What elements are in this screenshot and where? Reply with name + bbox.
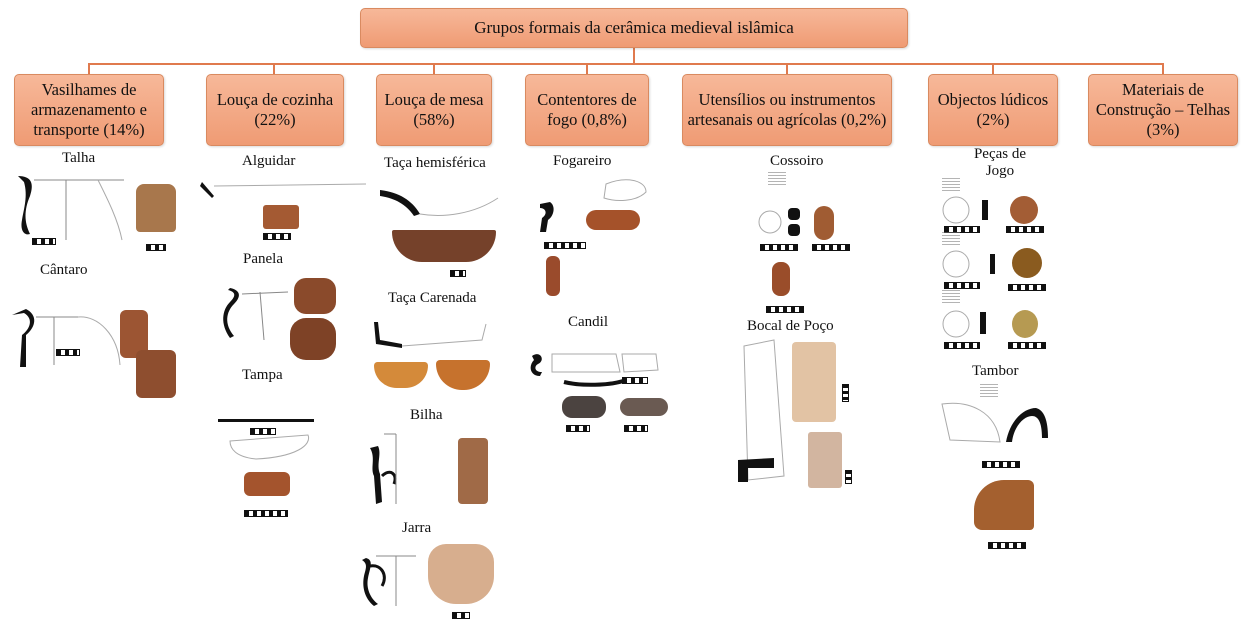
drawing-taca-hemisferica	[374, 178, 504, 228]
scale-bar	[56, 349, 80, 356]
photo-candil	[620, 398, 668, 416]
item-label-taca-hemisferica: Taça hemisférica	[384, 155, 486, 172]
drawing-bilha	[360, 428, 430, 510]
scale-bar	[766, 306, 804, 313]
photo-alguidar	[263, 205, 299, 229]
item-label-pecas-de-jogo: Peças de Jogo	[960, 146, 1040, 181]
item-label-fogareiro: Fogareiro	[553, 153, 611, 170]
connector-horizontal	[88, 63, 1163, 65]
item-label-tampa: Tampa	[242, 367, 283, 384]
category-tableware: Louça de mesa (58%)	[376, 74, 492, 146]
drawing-cossoiro	[756, 204, 806, 240]
drawing-cantaro	[8, 305, 132, 373]
drawing-tambor	[940, 398, 1052, 458]
root-title-box: Grupos formais da cerâmica medieval islâ…	[360, 8, 908, 48]
drawing-panela	[212, 284, 292, 344]
drawing-talha	[10, 170, 128, 248]
scale-bar	[622, 377, 648, 384]
scale-bar	[1008, 284, 1046, 291]
scale-bar	[760, 244, 798, 251]
photo-fogareiro	[586, 210, 640, 230]
connector-cat-4	[586, 63, 588, 74]
photo-cossoiro	[814, 206, 834, 240]
item-label-tambor: Tambor	[972, 363, 1018, 380]
drawing-jarra	[356, 548, 426, 608]
photo-candil	[562, 396, 606, 418]
connector-cat-3	[433, 63, 435, 74]
photo-bocal-de-poco	[808, 432, 842, 488]
photo-panela	[290, 318, 336, 360]
scale-bar	[988, 542, 1026, 549]
scale-bar	[250, 428, 276, 435]
photo-peca-de-jogo	[1010, 196, 1038, 224]
scale-bar	[842, 384, 849, 402]
photo-bilha	[458, 438, 488, 504]
photo-taca-carenada	[374, 362, 428, 388]
photo-tambor	[974, 480, 1034, 530]
scale-bar	[982, 461, 1020, 468]
scale-bar	[845, 470, 852, 484]
photo-jarra	[428, 544, 494, 604]
connector-cat-5	[786, 63, 788, 74]
photo-taca-carenada	[436, 360, 490, 390]
scale-bar	[544, 242, 586, 249]
item-label-cossoiro: Cossoiro	[770, 153, 823, 170]
scale-bar	[566, 425, 590, 432]
scale-bar	[452, 612, 470, 619]
scale-bar	[1006, 226, 1044, 233]
photo-cantaro	[136, 350, 176, 398]
connector-cat-7	[1162, 63, 1164, 74]
drawing-peca-de-jogo	[940, 306, 1000, 346]
item-label-panela: Panela	[243, 251, 283, 268]
category-games: Objectos lúdicos (2%)	[928, 74, 1058, 146]
scale-bar	[244, 510, 288, 517]
root-title: Grupos formais da cerâmica medieval islâ…	[474, 18, 794, 38]
drawing-taca-carenada	[372, 318, 492, 358]
label-tag	[942, 178, 960, 192]
photo-bocal-de-poco	[792, 342, 836, 422]
drawing-bocal-de-poco	[734, 338, 790, 488]
label-tag	[942, 290, 960, 304]
photo-fogareiro	[546, 256, 560, 296]
category-tiles: Materiais de Construção – Telhas (3%)	[1088, 74, 1238, 146]
scale-bar	[450, 270, 466, 277]
label-tag	[768, 172, 786, 186]
label-tag	[980, 384, 998, 398]
connector-root	[633, 48, 635, 64]
item-label-cantaro: Cântaro	[40, 262, 87, 279]
item-label-talha: Talha	[62, 150, 95, 167]
category-fire-containers: Contentores de fogo (0,8%)	[525, 74, 649, 146]
category-tools: Utensílios ou instrumentos artesanais ou…	[682, 74, 892, 146]
photo-talha	[136, 184, 176, 232]
item-label-alguidar: Alguidar	[242, 153, 295, 170]
connector-cat-6	[992, 63, 994, 74]
scale-bar	[1008, 342, 1046, 349]
photo-tampa	[244, 472, 290, 496]
scale-bar	[263, 233, 291, 240]
scale-bar	[32, 238, 56, 245]
scale-bar	[624, 425, 648, 432]
photo-panela	[294, 278, 336, 314]
photo-taca-hemisferica	[392, 230, 496, 262]
scale-bar	[146, 244, 166, 251]
scale-bar	[944, 282, 980, 289]
photo-peca-de-jogo	[1012, 248, 1042, 278]
scale-bar	[944, 342, 980, 349]
drawing-candil	[530, 346, 670, 396]
connector-cat-2	[273, 63, 275, 74]
item-label-bocal-de-poco: Bocal de Poço	[747, 318, 834, 335]
item-label-taca-carenada: Taça Carenada	[388, 290, 476, 307]
item-label-jarra: Jarra	[402, 520, 431, 537]
scale-bar	[812, 244, 850, 251]
category-kitchenware: Louça de cozinha (22%)	[206, 74, 344, 146]
drawing-peca-de-jogo	[940, 246, 1000, 286]
photo-cossoiro	[772, 262, 790, 296]
connector-cat-1	[88, 63, 90, 74]
photo-peca-de-jogo	[1012, 310, 1038, 338]
category-storage-transport: Vasilhames de armazenamento e transporte…	[14, 74, 164, 146]
drawing-fogareiro	[536, 172, 656, 246]
label-tag	[942, 232, 960, 246]
item-label-candil: Candil	[568, 314, 608, 331]
item-label-bilha: Bilha	[410, 407, 443, 424]
